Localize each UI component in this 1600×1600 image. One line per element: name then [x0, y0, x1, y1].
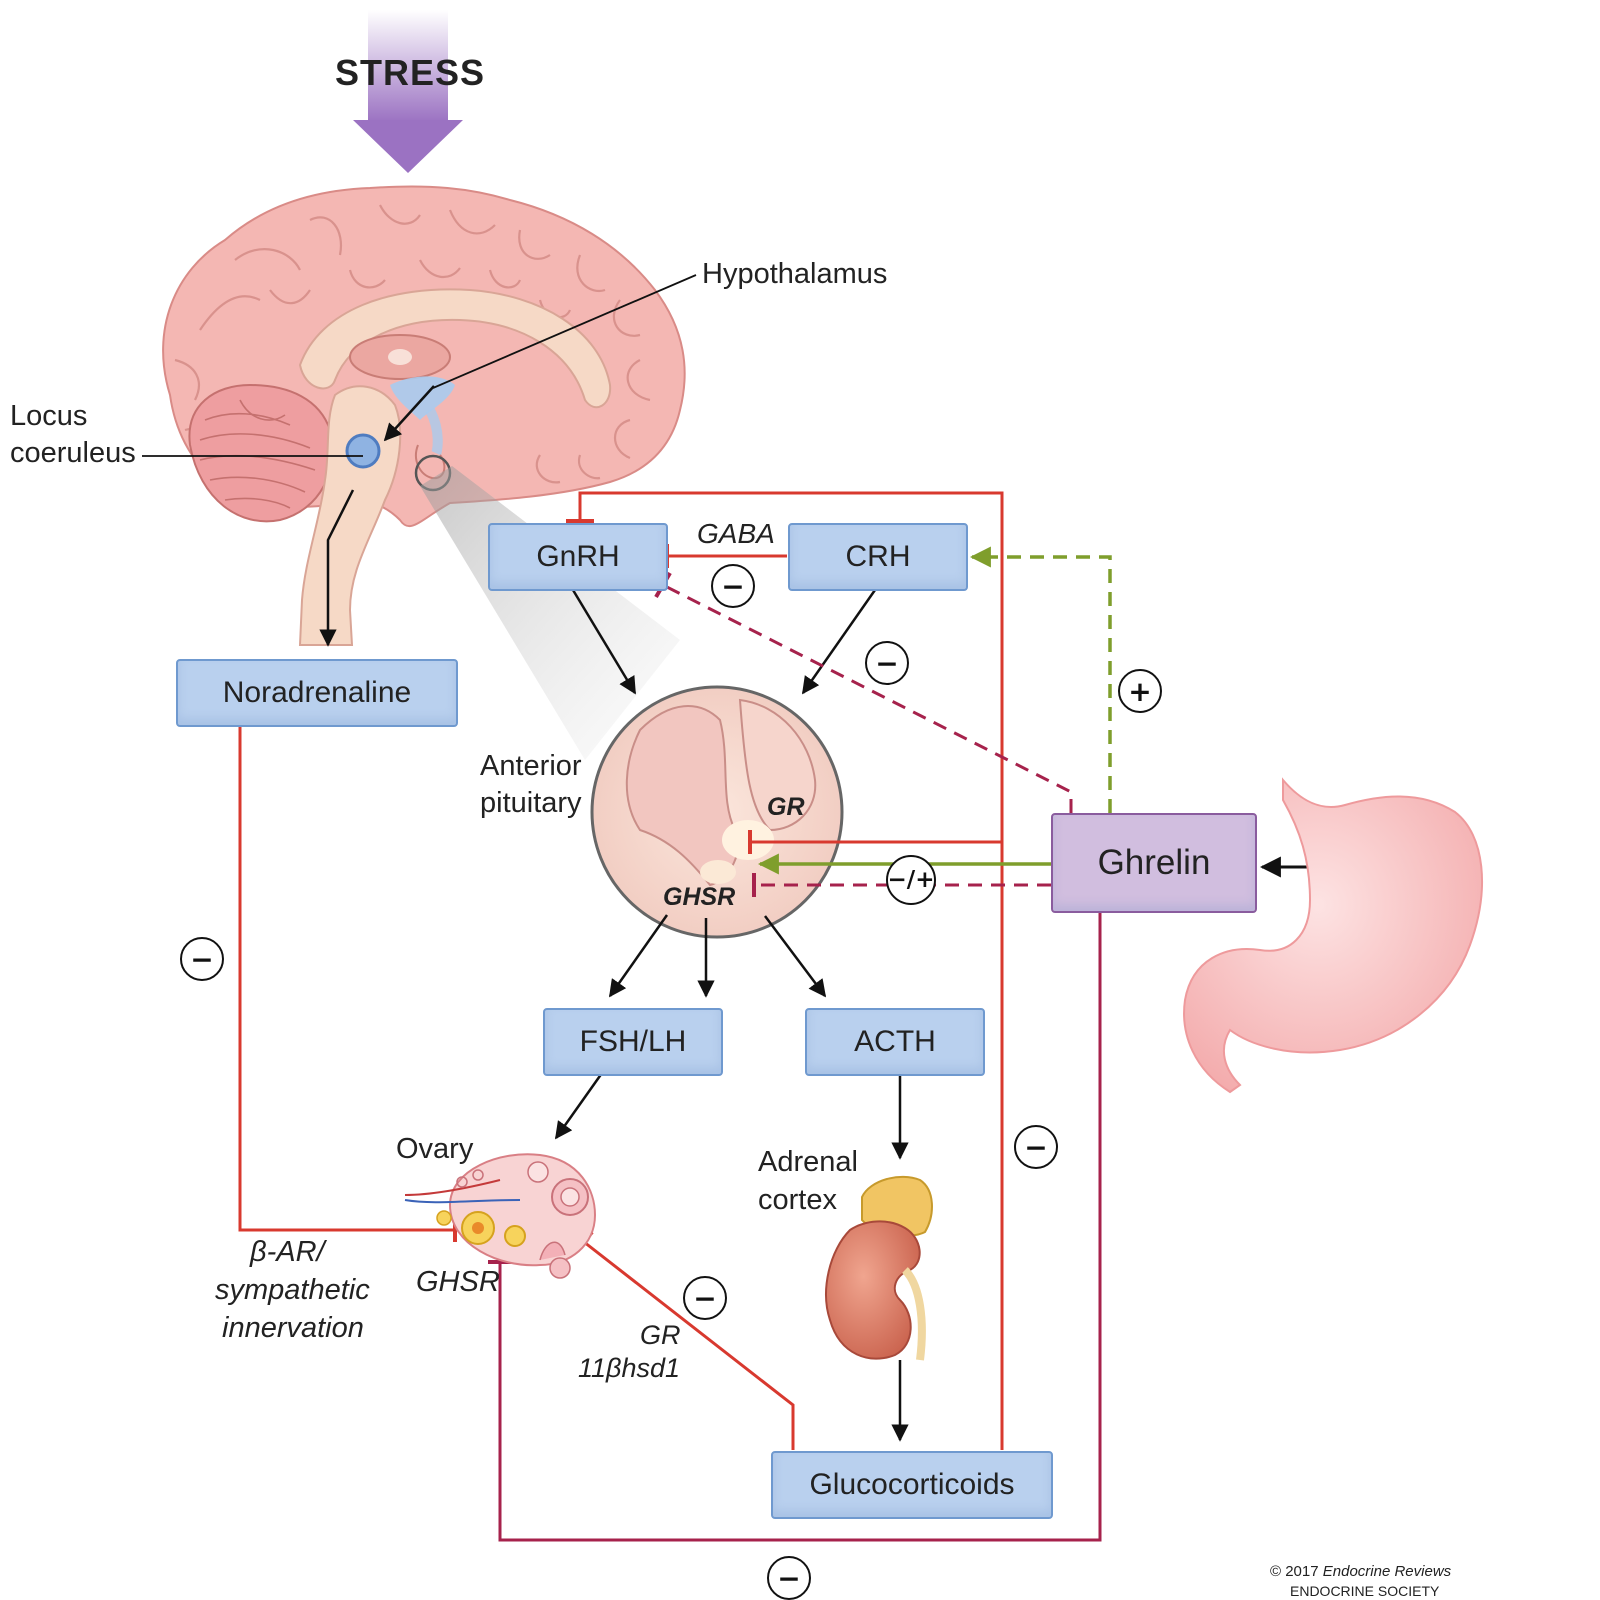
inhibit-glucocorticoids-to-ovary — [583, 1240, 795, 1450]
dashed-stimulate-ghrelin-to-crh — [969, 546, 1112, 813]
beta-ar-label-line1: β-AR/ — [250, 1236, 325, 1268]
adrenal-label-line1: Adrenal — [758, 1146, 858, 1178]
locus-label-line2: coeruleus — [10, 437, 136, 469]
credit-journal: Endocrine Reviews — [1322, 1563, 1452, 1580]
credit-copyright: © 2017 — [1270, 1563, 1323, 1580]
gaba-label: GABA — [697, 518, 775, 549]
zoom-cone — [420, 466, 680, 760]
gr-ovary-label: GR — [640, 1320, 681, 1350]
stress-arrow — [353, 10, 463, 173]
glucocorticoids-box: Glucocorticoids — [771, 1451, 1053, 1519]
stress-title: STRESS — [335, 52, 486, 93]
crh-box: CRH — [788, 523, 968, 591]
plus-sign-ghrelin-crh: + — [1118, 669, 1162, 713]
minus-sign-glucocorticoids-ovary: − — [683, 1276, 727, 1320]
locus-label-line1: Locus — [10, 400, 88, 432]
brain-illustration — [162, 185, 686, 646]
inhibit-ghrelin-to-ovary — [498, 912, 1102, 1542]
ghsr-ovary-label: GHSR — [416, 1266, 500, 1298]
arrow-fsh-to-ovary — [554, 1072, 604, 1140]
arrow-locus-to-noradrenaline — [319, 489, 355, 647]
hsd-ovary-label: 11βhsd1 — [578, 1353, 681, 1383]
locus-coeruleus-marker — [345, 433, 381, 469]
ghrelin-box: Ghrelin — [1051, 813, 1257, 913]
ovary-label: Ovary — [396, 1133, 474, 1165]
minus-sign-crh-pituitary: − — [865, 641, 909, 685]
pituitary-label-line1: Anterior — [480, 750, 582, 782]
gr-pituitary-label: GR — [767, 793, 805, 821]
fsh-lh-box: FSH/LH — [543, 1008, 723, 1076]
stomach-illustration — [1183, 777, 1483, 1094]
minus-plus-sign-ghrelin-pituitary: −/+ — [886, 855, 936, 905]
beta-ar-label-line2: sympathetic — [215, 1274, 370, 1306]
arrow-pituitary-to-acth — [764, 915, 827, 998]
credit-line2: ENDOCRINE SOCIETY — [1290, 1583, 1440, 1599]
minus-sign-noradrenaline-ovary: − — [180, 937, 224, 981]
hypothalamus-pointer — [383, 385, 435, 442]
ghsr-pituitary-label: GHSR — [663, 883, 736, 911]
dashed-ghrelin-to-gnrh — [662, 583, 1073, 813]
hypothalamus-leader-line — [432, 274, 697, 389]
arrow-gnrh-to-pituitary — [571, 589, 637, 695]
inhibit-noradrenaline-to-ovary — [238, 723, 455, 1232]
minus-sign-gaba: − — [711, 564, 755, 608]
inhibit-glucocorticoids-to-gnrh — [578, 491, 1004, 1450]
arrow-crh-to-pituitary — [801, 589, 877, 695]
minus-sign-ghrelin-ovary: − — [767, 1556, 811, 1600]
pituitary-label-line2: pituitary — [480, 787, 582, 819]
gnrh-box: GnRH — [488, 523, 668, 591]
beta-ar-label-line3: innervation — [222, 1312, 364, 1344]
noradrenaline-box: Noradrenaline — [176, 659, 458, 727]
adrenal-label-line2: cortex — [758, 1184, 837, 1216]
hypothalamus-label: Hypothalamus — [702, 258, 888, 290]
acth-box: ACTH — [805, 1008, 985, 1076]
arrow-pituitary-to-fsh-a — [608, 914, 669, 998]
credit-line1: © 2017 Endocrine Reviews — [1270, 1563, 1451, 1580]
adrenal-kidney-illustration — [825, 1175, 933, 1361]
ovary-illustration — [404, 1153, 597, 1279]
minus-sign-glucocorticoids-feedback: − — [1014, 1125, 1058, 1169]
